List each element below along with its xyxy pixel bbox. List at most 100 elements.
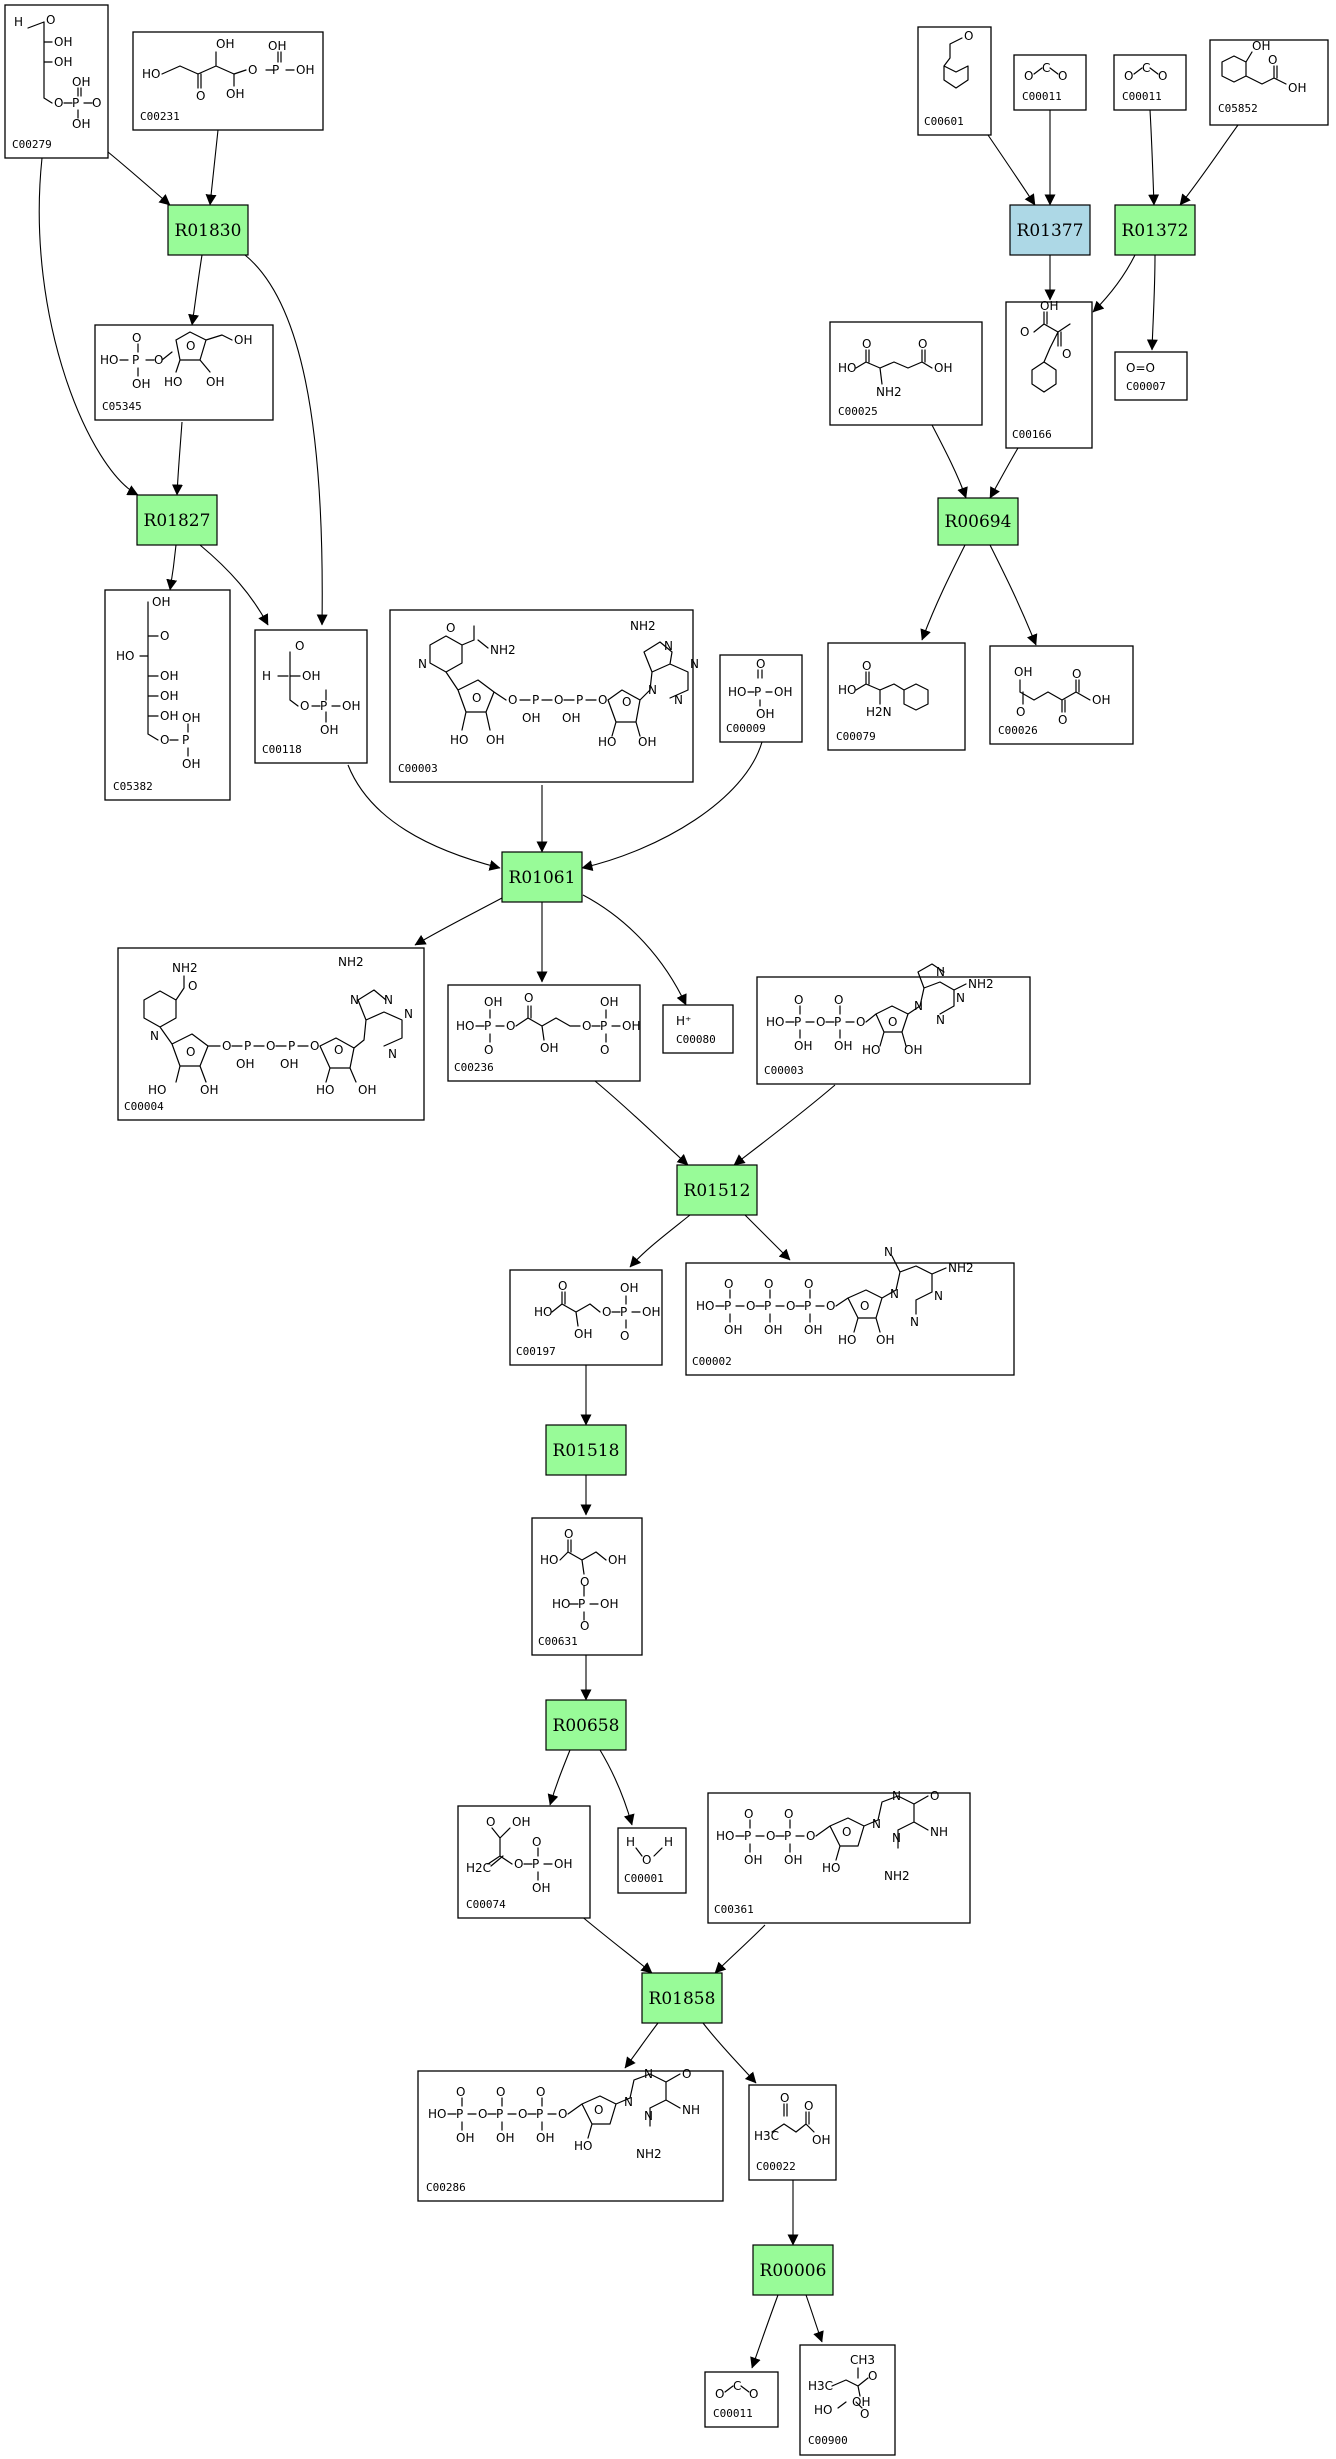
- compound-c00236[interactable]: HO P OH O O O OH O P OH O OH C00236: [447, 984, 641, 1082]
- atom: OH: [638, 735, 656, 749]
- compound-c00002[interactable]: HO P OH O O P OH O O P OH O O O HO OH N …: [685, 1245, 1015, 1376]
- atom: N: [956, 991, 965, 1005]
- atom: N: [644, 2067, 653, 2081]
- compound-c00080[interactable]: H⁺ C00080: [662, 1004, 734, 1054]
- atom: OH: [1288, 81, 1306, 95]
- reaction-r01377[interactable]: R01377: [1009, 204, 1091, 256]
- atom: O: [1016, 705, 1025, 719]
- reaction-r00658[interactable]: R00658: [545, 1699, 627, 1751]
- atom: C: [1042, 61, 1050, 75]
- atom: HO: [766, 1015, 784, 1029]
- compound-label: C00118: [262, 743, 302, 756]
- atom: OH: [234, 333, 252, 347]
- compound-c00003-b[interactable]: HO P OH O O P O OH O O HO OH N N N N NH2…: [756, 963, 1031, 1085]
- atom: OH: [484, 995, 502, 1009]
- compound-c05382[interactable]: OH O HO OH OH OH O P OH OH C05382: [104, 589, 231, 801]
- atom: OH: [834, 1039, 852, 1053]
- compound-c00022[interactable]: O H3C O OH C00022: [748, 2084, 837, 2181]
- reaction-r01858[interactable]: R01858: [641, 1972, 723, 2024]
- compound-c00001[interactable]: H O H C00001: [617, 1827, 687, 1894]
- atom: O: [1020, 325, 1029, 339]
- atom: N: [388, 1047, 397, 1061]
- compound-c00118[interactable]: O H OH O P OH OH C00118: [254, 629, 368, 764]
- reaction-r00694[interactable]: R00694: [937, 497, 1019, 546]
- compound-c00286[interactable]: HO P OH O O P OH O O P OH O O O HO N N N…: [417, 2067, 724, 2202]
- compound-c05852[interactable]: OH O OH C05852: [1209, 39, 1329, 126]
- atom: HO: [148, 1083, 166, 1097]
- atom: NH2: [636, 2147, 662, 2161]
- edge-r01827-c00118: [199, 544, 269, 626]
- compound-c00003-a[interactable]: O NH2 N O O P O P O OH OH HO OH NH2 N N …: [389, 609, 699, 783]
- reactions: R01830 R01827 R01377 R01372 R00694 R0106…: [136, 204, 1196, 2296]
- atom: OH: [522, 711, 540, 725]
- compound-c00011-a[interactable]: O C O C00011: [1013, 54, 1087, 111]
- compound-c00009[interactable]: O HO P OH OH C00009: [719, 654, 803, 743]
- atom: O: [860, 2407, 869, 2421]
- atom: O: [558, 1279, 567, 1293]
- atom: P: [532, 1857, 539, 1871]
- atom: O: [446, 621, 455, 635]
- atom: O: [160, 629, 169, 643]
- compound-c00011-b[interactable]: O C O C00011: [1113, 54, 1187, 111]
- atom: OH: [600, 1597, 618, 1611]
- compound-c05345[interactable]: HO P O OH O O OH HO OH C05345: [94, 324, 274, 421]
- atom: H: [14, 15, 23, 29]
- atom: OH: [934, 361, 952, 375]
- reaction-r00006[interactable]: R00006: [752, 2244, 834, 2296]
- atom: OH: [280, 1057, 298, 1071]
- atom: O: [478, 2107, 487, 2121]
- atom: O: [196, 89, 205, 103]
- compound-c00079[interactable]: HO O H2N C00079: [827, 642, 966, 751]
- atom: HO: [838, 1333, 856, 1347]
- compound-label: C05852: [1218, 102, 1258, 115]
- compound-label: C00197: [516, 1345, 556, 1358]
- compound-label: C00003: [764, 1064, 804, 1077]
- reaction-r01830[interactable]: R01830: [167, 204, 249, 256]
- compound-c00011-c[interactable]: O C O C00011: [704, 2371, 779, 2428]
- reaction-label: R01830: [175, 221, 242, 241]
- reaction-r01827[interactable]: R01827: [136, 494, 218, 546]
- compound-label: C00022: [756, 2160, 796, 2173]
- compound-c00361[interactable]: HO P OH O O P O OH O O HO N N N NH O NH2…: [707, 1789, 971, 1924]
- atom: O: [266, 1039, 275, 1053]
- compound-c00004[interactable]: NH2 O N O O P O P O OH OH HO OH NH2 N N …: [117, 947, 425, 1121]
- atom: P: [724, 1299, 731, 1313]
- atom: N: [404, 1007, 413, 1021]
- compound-c00026[interactable]: OH O O O OH C00026: [989, 645, 1134, 745]
- atom: O: [160, 733, 169, 747]
- compound-c00197[interactable]: HO O OH O P OH OH O C00197: [509, 1269, 663, 1366]
- compound-c00025[interactable]: HO O O OH NH2 C00025: [829, 321, 983, 426]
- atom: HO: [534, 1305, 552, 1319]
- atom: OH: [268, 39, 286, 53]
- atom: OH: [608, 1553, 626, 1567]
- compound-c00601[interactable]: O C00601: [917, 26, 992, 136]
- atom: P: [532, 693, 539, 707]
- atom: OH: [160, 669, 178, 683]
- atom: O: [780, 2091, 789, 2105]
- compound-c00900[interactable]: CH3 H3C O OH HO O C00900: [799, 2344, 896, 2456]
- compound-c00166[interactable]: O OH O C00166: [1005, 299, 1093, 449]
- atom: HO: [164, 375, 182, 389]
- atom: O: [862, 659, 871, 673]
- compound-c00631[interactable]: HO O OH O HO P OH O C00631: [531, 1517, 643, 1656]
- atom: HO: [540, 1553, 558, 1567]
- atom: H: [626, 1835, 635, 1849]
- edge-c05345-r01827: [171, 421, 183, 496]
- atom: OH: [904, 1043, 922, 1057]
- atom: HO: [142, 67, 160, 81]
- atom: HO: [456, 1019, 474, 1033]
- compound-c00074[interactable]: O OH H2C O P OH OH O C00074: [457, 1805, 591, 1919]
- reaction-r01061[interactable]: R01061: [501, 851, 583, 903]
- compound-label: C00166: [1012, 428, 1052, 441]
- atom: O: [496, 2085, 505, 2099]
- compound-c00231[interactable]: HO OH O P OH OH O OH C00231: [132, 31, 324, 131]
- reaction-r01518[interactable]: R01518: [545, 1424, 627, 1476]
- reaction-r01512[interactable]: R01512: [676, 1164, 758, 1216]
- atom: H: [664, 1835, 673, 1849]
- atom: N: [624, 2095, 633, 2109]
- compound-c00007[interactable]: O=O C00007: [1114, 351, 1188, 401]
- compound-c00279[interactable]: H O OH OH O P O OH OH C00279: [4, 4, 109, 159]
- atom: O: [856, 1015, 865, 1029]
- reaction-r01372[interactable]: R01372: [1114, 204, 1196, 256]
- compound-label: C00079: [836, 730, 876, 743]
